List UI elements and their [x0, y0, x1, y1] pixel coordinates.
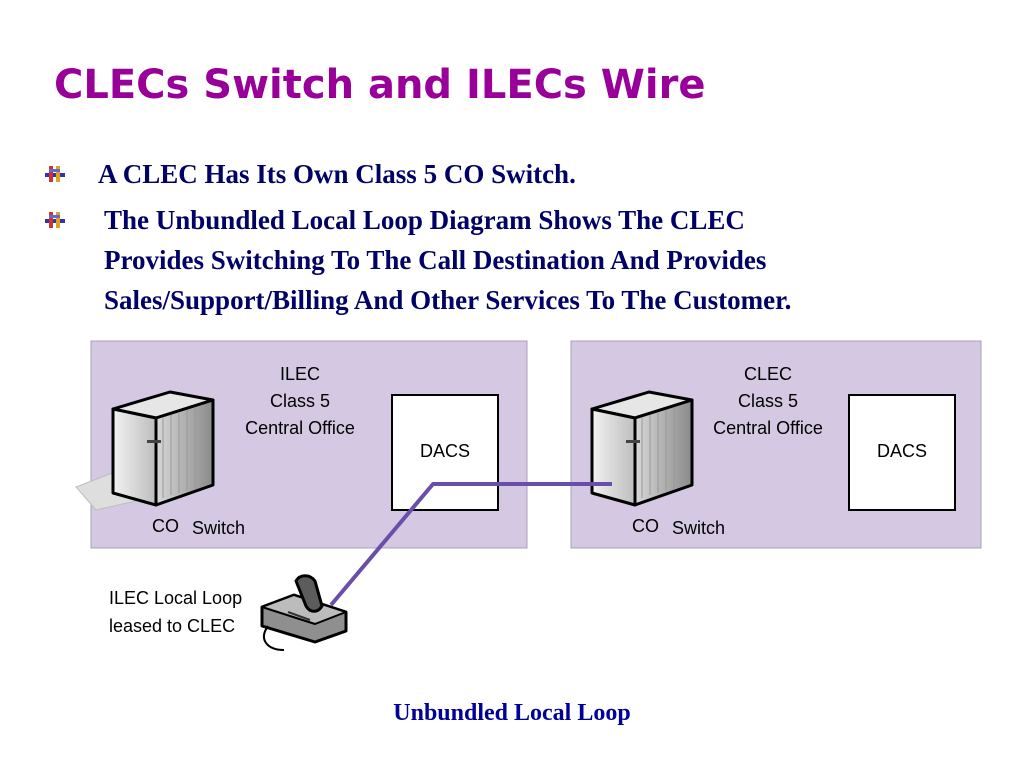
ilec-switch-icon: [111, 390, 215, 507]
bullet-list: A CLEC Has Its Own Class 5 CO Switch. Th…: [44, 154, 1004, 320]
bullet-marker-icon: [45, 166, 65, 182]
ilec-office-label: Central Office: [245, 418, 355, 438]
bullet-item: A CLEC Has Its Own Class 5 CO Switch.: [44, 154, 1004, 194]
diagram-caption: Unbundled Local Loop: [393, 700, 631, 726]
bullet-text: The Unbundled Local Loop Diagram Shows T…: [104, 205, 745, 235]
local-loop-label: leased to CLEC: [109, 616, 235, 636]
ilec-switch-label: Switch: [192, 518, 245, 538]
telephone-icon: [260, 574, 348, 651]
ilec-dacs-box: [391, 394, 499, 511]
bullet-item: The Unbundled Local Loop Diagram Shows T…: [44, 200, 1004, 320]
clec-switch-icon: [590, 390, 694, 507]
clec-office-label: Class 5: [738, 391, 798, 411]
local-loop-label: ILEC Local Loop: [109, 588, 242, 608]
clec-dacs-label: DACS: [877, 441, 927, 461]
bullet-text: Provides Switching To The Call Destinati…: [104, 245, 767, 275]
local-loop-line: [329, 482, 612, 607]
ilec-dacs-label: DACS: [420, 441, 470, 461]
clec-switch-label: Switch: [672, 518, 725, 538]
ilec-office-label: ILEC: [280, 364, 320, 384]
bullet-text: A CLEC Has Its Own Class 5 CO Switch.: [98, 159, 576, 189]
ilec-co-label: CO: [152, 516, 179, 536]
clec-office-label: Central Office: [713, 418, 823, 438]
clec-dacs-box: [848, 394, 956, 511]
slide-title: CLECs Switch and ILECs Wire: [54, 62, 706, 108]
clec-office-label: CLEC: [744, 364, 792, 384]
ilec-office-label: Class 5: [270, 391, 330, 411]
bullet-marker-icon: [45, 212, 65, 228]
clec-co-label: CO: [632, 516, 659, 536]
bullet-text: Sales/Support/Billing And Other Services…: [104, 285, 792, 315]
